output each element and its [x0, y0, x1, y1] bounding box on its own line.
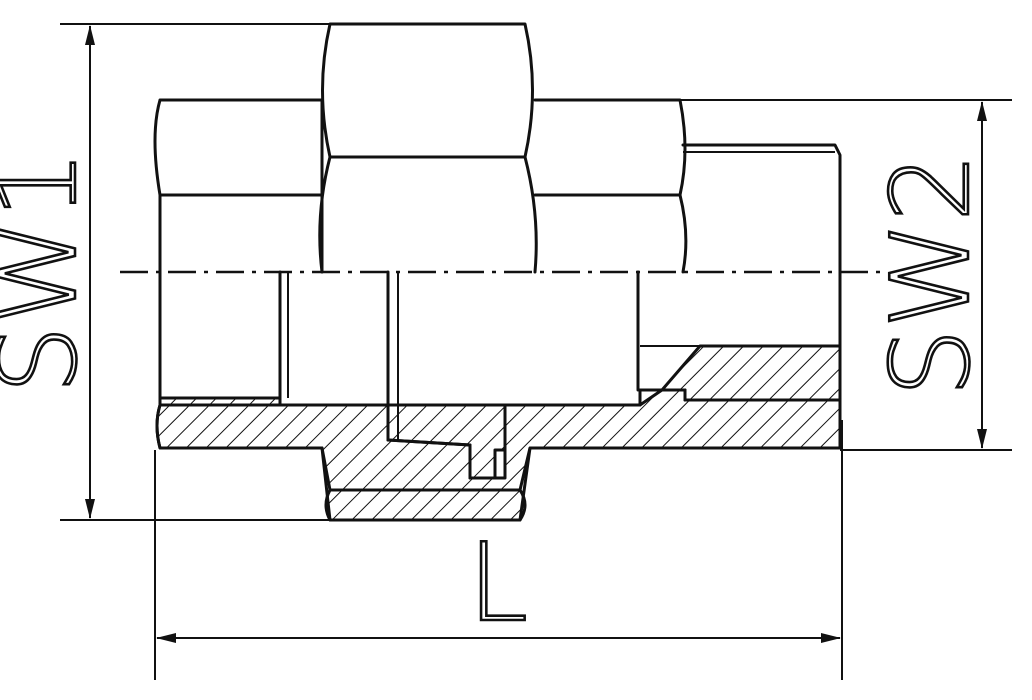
length-dimension: L: [156, 520, 841, 647]
section-outline: [155, 388, 842, 522]
male-thread-upper: [681, 143, 842, 274]
right-hex-body: [533, 98, 688, 274]
sw1-dimension: SW1: [0, 25, 102, 519]
left-hex-body: [153, 98, 324, 277]
sw1-label: SW1: [0, 150, 101, 394]
hatched-section: [155, 344, 842, 522]
union-nut: [318, 22, 538, 274]
length-label: L: [468, 521, 528, 646]
sw2-label: SW2: [869, 153, 994, 397]
sw2-dimension: SW2: [868, 101, 995, 449]
